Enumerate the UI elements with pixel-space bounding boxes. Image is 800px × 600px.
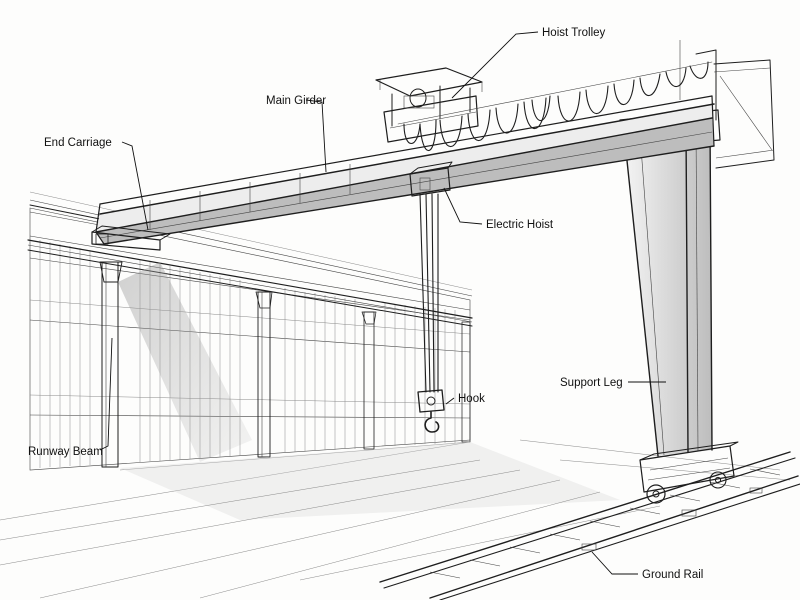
label-runway-beam: Runway Beam <box>28 446 103 458</box>
support-leg <box>619 109 721 457</box>
hook-block <box>417 389 445 433</box>
electric-hoist <box>409 161 453 197</box>
label-electric-hoist: Electric Hoist <box>486 219 554 231</box>
building-columns <box>99 261 471 468</box>
festoon-cable <box>397 61 713 152</box>
gantry-extension-frame <box>679 40 775 169</box>
hoist-trolley <box>375 67 483 143</box>
label-hook: Hook <box>458 393 485 405</box>
end-carriage <box>91 225 171 251</box>
building-wall <box>27 191 473 471</box>
runway-beam <box>27 239 473 327</box>
label-end-carriage: End Carriage <box>44 137 112 149</box>
label-hoist-trolley: Hoist Trolley <box>542 27 606 39</box>
label-ground-rail: Ground Rail <box>642 569 703 581</box>
label-main-girder: Main Girder <box>266 95 326 107</box>
floor <box>0 439 791 599</box>
leader-lines <box>99 31 666 575</box>
label-support-leg: Support Leg <box>560 377 623 389</box>
hoist-ropes <box>419 193 439 393</box>
main-girder <box>95 95 715 245</box>
leg-bogie <box>639 441 739 504</box>
